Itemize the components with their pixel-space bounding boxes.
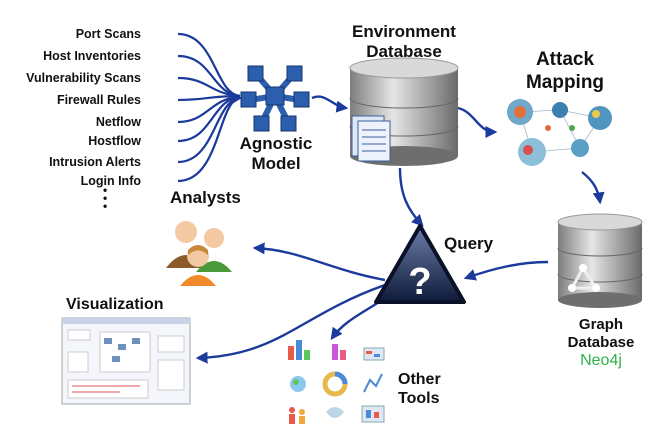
environment-database-label: Environment Database — [340, 22, 468, 62]
source-login-info: Login Info — [80, 174, 141, 188]
agnostic-model-label: Agnostic Model — [236, 134, 316, 174]
neo4j-label: Neo4j — [580, 352, 622, 369]
map-icon — [326, 407, 344, 418]
environment-database-icon — [349, 57, 459, 166]
other-tools-line1: Other — [398, 371, 441, 388]
arrow-query-to-visualization — [195, 283, 386, 364]
dashboard-icon — [361, 405, 385, 423]
other-tools-label: Other Tools — [398, 370, 458, 408]
attack-mapping-line1: Attack — [535, 49, 595, 70]
environment-database-line2: Database — [366, 42, 442, 61]
line-chart-icon — [363, 373, 383, 393]
analysts-icon — [166, 221, 232, 286]
visualization-thumbnail — [61, 317, 191, 405]
environment-database-line1: Environment — [352, 22, 456, 41]
arrow-query-to-analysts — [252, 242, 386, 282]
graph-database-label: Graph Database Neo4j — [556, 316, 646, 370]
agnostic-model-icon — [240, 65, 310, 132]
bar-chart-icon — [288, 340, 310, 360]
source-host-inventories: Host Inventories — [43, 49, 141, 63]
source-intrusion-alerts: Intrusion Alerts — [49, 155, 141, 169]
analysts-label: Analysts — [170, 188, 241, 207]
graph-database-line1: Graph — [578, 316, 624, 333]
arrow-attack-to-graphdb — [581, 171, 605, 205]
visualization-label: Visualization — [66, 296, 164, 313]
source-hostflow: Hostflow — [88, 134, 141, 148]
graph-database-line2: Database — [567, 334, 635, 351]
table-icon — [363, 347, 385, 361]
query-label: Query — [444, 234, 494, 253]
people-chart-icon — [289, 407, 305, 424]
agnostic-model-line1: Agnostic — [239, 134, 313, 153]
column-chart-icon — [332, 344, 346, 360]
arrow-envdb-to-query — [398, 167, 424, 227]
sources-ellipsis: • • • — [103, 183, 108, 213]
flow-arrows — [195, 95, 605, 364]
arrow-graphdb-to-query — [463, 260, 549, 281]
query-question-mark: ? — [408, 261, 431, 303]
attack-mapping-label: Attack Mapping — [510, 48, 620, 94]
agnostic-model-line2: Model — [251, 154, 301, 173]
attack-mapping-line2: Mapping — [525, 72, 605, 93]
query-icon: ? — [374, 224, 466, 304]
source-firewall-rules: Firewall Rules — [56, 93, 141, 107]
globe-icon — [290, 376, 306, 392]
source-port-scans: Port Scans — [75, 27, 141, 41]
arrow-envdb-to-attack — [457, 106, 498, 138]
graph-database-icon — [557, 213, 643, 308]
attack-mapping-graph-icon — [507, 99, 612, 166]
source-connectors — [177, 32, 243, 183]
donut-chart-icon — [322, 371, 348, 397]
other-tools-line2: Tools — [398, 390, 440, 407]
source-netflow: Netflow — [95, 115, 141, 129]
arrow-model-to-envdb — [311, 95, 349, 113]
other-tools-icons — [288, 340, 385, 424]
source-vulnerability-scans: Vulnerability Scans — [26, 71, 141, 85]
